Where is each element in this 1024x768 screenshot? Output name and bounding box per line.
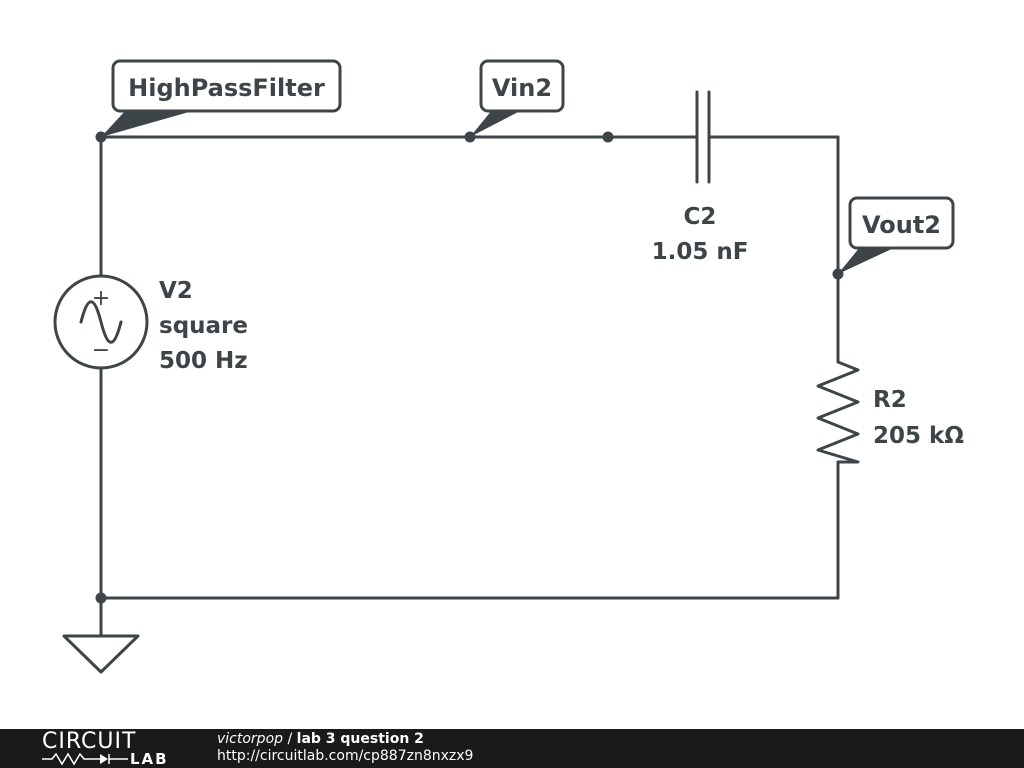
circuit-meta: victorpop / lab 3 question 2 http://circ… <box>217 731 473 765</box>
net-label-vin[interactable]: Vin2 <box>470 59 565 137</box>
resistor-name: R2 <box>873 387 907 413</box>
capacitor-symbol[interactable] <box>695 90 711 184</box>
circuit-title-link[interactable]: lab 3 question 2 <box>296 731 424 747</box>
resistor-symbol[interactable] <box>816 360 860 464</box>
junction-dot-node <box>602 131 614 143</box>
footer-bar: CIRCUIT LAB victorpop / lab 3 question 2… <box>0 729 1024 768</box>
resistor-value: 205 kΩ <box>873 423 964 449</box>
circuit-url-link[interactable]: http://circuitlab.com/cp887zn8nxzx9 <box>217 748 474 764</box>
author-link[interactable]: victorpop <box>217 731 284 747</box>
circuitlab-logo[interactable]: CIRCUIT LAB <box>42 731 182 767</box>
capacitor-name: C2 <box>684 204 717 230</box>
net-label-vin-text: Vin2 <box>492 74 552 102</box>
wires <box>99 135 840 638</box>
logo-word-circuit: CIRCUIT <box>42 729 137 754</box>
ground-icon[interactable] <box>62 634 140 674</box>
net-label-vout-text: Vout2 <box>862 211 941 239</box>
net-label-highpass[interactable]: HighPassFilter <box>101 59 342 137</box>
circuit-schematic: C2 1.05 nF R2 205 kΩ + − V2 square 500 H… <box>53 59 964 674</box>
voltage-source-symbol[interactable] <box>53 274 149 370</box>
junction-dot-ground <box>95 592 107 604</box>
logo-resistor-diode-icon <box>42 752 128 766</box>
source-minus-sign: − <box>92 338 110 363</box>
net-label-vout[interactable]: Vout2 <box>838 196 955 274</box>
net-label-highpass-text: HighPassFilter <box>128 74 325 102</box>
source-frequency: 500 Hz <box>159 348 248 374</box>
capacitor-value: 1.05 nF <box>652 239 749 265</box>
logo-word-lab: LAB <box>130 750 169 768</box>
source-plus-sign: + <box>92 286 110 311</box>
source-type: square <box>159 313 248 339</box>
source-name: V2 <box>159 278 193 304</box>
meta-separator: / <box>287 731 293 747</box>
